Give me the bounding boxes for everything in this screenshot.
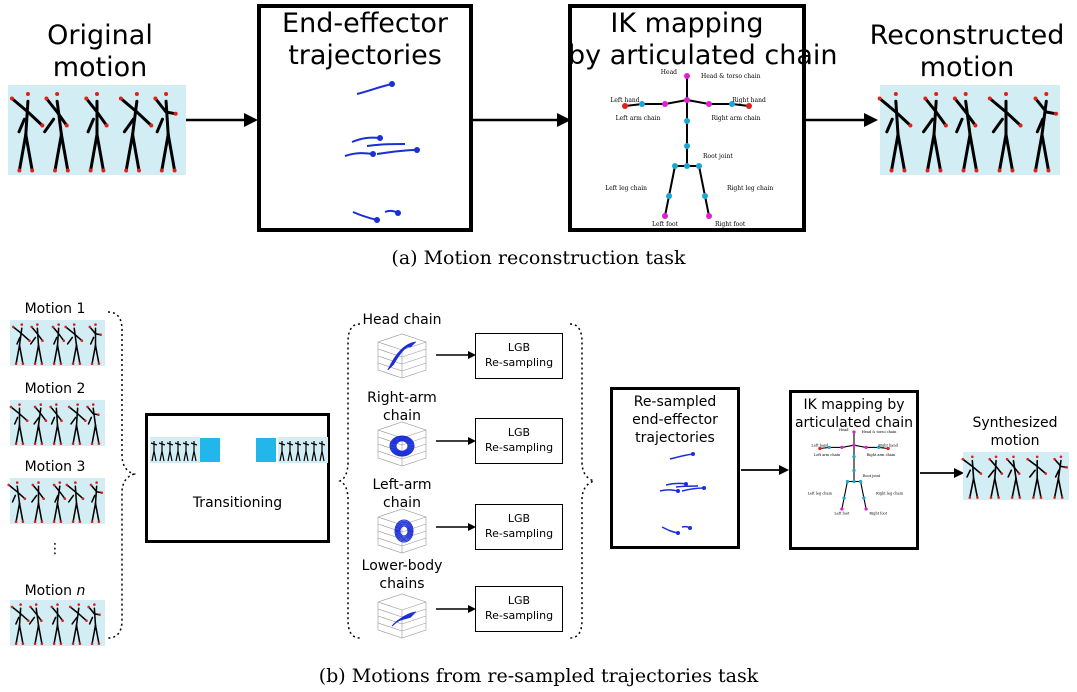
chain-label-head: Head chain: [362, 312, 442, 328]
svg-text:Root joint: Root joint: [863, 474, 881, 478]
svg-text:Root joint: Root joint: [703, 153, 733, 160]
left-arm-chain-plot: [377, 508, 427, 554]
ik-mapping-box-b: [789, 390, 919, 550]
reconstructed-motion-label: Reconstructed motion: [869, 20, 1065, 83]
svg-text:Right arm chain: Right arm chain: [711, 115, 760, 122]
svg-text:Left foot: Left foot: [834, 512, 850, 516]
svg-text:Right hand: Right hand: [878, 443, 898, 447]
motion-3-figures: [7, 481, 104, 523]
arrow-lgb-3: [436, 523, 476, 531]
arrow-lgb-2: [436, 437, 476, 445]
arrow-b1: [741, 465, 789, 475]
svg-text:Left arm chain: Left arm chain: [616, 115, 661, 122]
original-motion-figures: [9, 92, 178, 173]
right-arm-chain-plot: [377, 421, 427, 467]
arrow-lgb-1: [436, 351, 476, 359]
svg-text:Left foot: Left foot: [652, 221, 679, 228]
svg-text:Right leg chain: Right leg chain: [876, 492, 904, 496]
transitioning-label: Transitioning: [192, 495, 283, 511]
lower-body-chain-plot: [377, 593, 427, 639]
svg-text:Head & torso chain: Head & torso chain: [701, 73, 761, 80]
arrow-lgb-4: [436, 605, 476, 613]
resampled-trajectories-label: Re-sampled end-effector trajectories: [632, 394, 718, 446]
arrow-b2: [920, 468, 964, 478]
ee-trajectories-label: End-effector trajectories: [282, 8, 448, 71]
motion-1-label: Motion 1: [24, 301, 86, 317]
svg-text:Head: Head: [661, 69, 677, 76]
motion-3-label: Motion 3: [24, 459, 86, 475]
original-motion-label: Original motion: [47, 20, 153, 83]
svg-text:Head: Head: [839, 428, 849, 432]
synthesized-motion-figures: [961, 455, 1068, 499]
arrow-a1: [186, 113, 258, 127]
svg-text:Head & torso chain: Head & torso chain: [862, 430, 897, 434]
caption-b: (b) Motions from re-sampled trajectories…: [318, 665, 759, 687]
svg-text:Right hand: Right hand: [732, 97, 766, 104]
svg-text:Left arm chain: Left arm chain: [814, 453, 841, 457]
transition-strip: [150, 437, 328, 463]
resampled-trajectories-box: [610, 387, 740, 549]
ee-trajectories-plot: [344, 81, 420, 223]
ik-mapping-label-b: IK mapping by articulated chain: [794, 397, 914, 431]
dotted-brace-right: [569, 323, 597, 639]
svg-text:Right foot: Right foot: [869, 512, 887, 516]
motion-n-label: Motion n: [24, 583, 86, 599]
caption-a: (a) Motion reconstruction task: [391, 247, 686, 269]
ik-mapping-label: IK mapping by articulated chain: [568, 8, 838, 71]
svg-text:Right foot: Right foot: [715, 221, 746, 228]
svg-text:Right arm chain: Right arm chain: [867, 453, 896, 457]
svg-text:Left hand: Left hand: [811, 443, 829, 447]
svg-text:Right leg chain: Right leg chain: [727, 185, 773, 192]
transitioning-box: [145, 413, 330, 543]
dotted-brace-mid-left: [338, 323, 361, 639]
ee-trajectories-box: [257, 4, 473, 232]
svg-text:Left leg chain: Left leg chain: [808, 492, 833, 496]
arrow-a3: [806, 113, 878, 127]
arrow-a2: [473, 113, 571, 127]
motion-n-figures: [10, 603, 101, 645]
dotted-brace-left: [107, 311, 137, 639]
svg-text:Left leg chain: Left leg chain: [605, 185, 647, 192]
resampled-trajectories-plot: [659, 452, 706, 535]
svg-text:Left hand: Left hand: [610, 97, 639, 104]
head-chain-plot: [377, 333, 427, 379]
reconstructed-motion-figures: [877, 92, 1059, 173]
motion-2-label: Motion 2: [24, 381, 86, 397]
motion-1-figures: [11, 323, 102, 365]
motion-2-figures: [9, 403, 101, 445]
vertical-ellipsis: ⋮: [48, 541, 62, 557]
synthesized-motion-label: Synthesized motion: [972, 415, 1058, 449]
